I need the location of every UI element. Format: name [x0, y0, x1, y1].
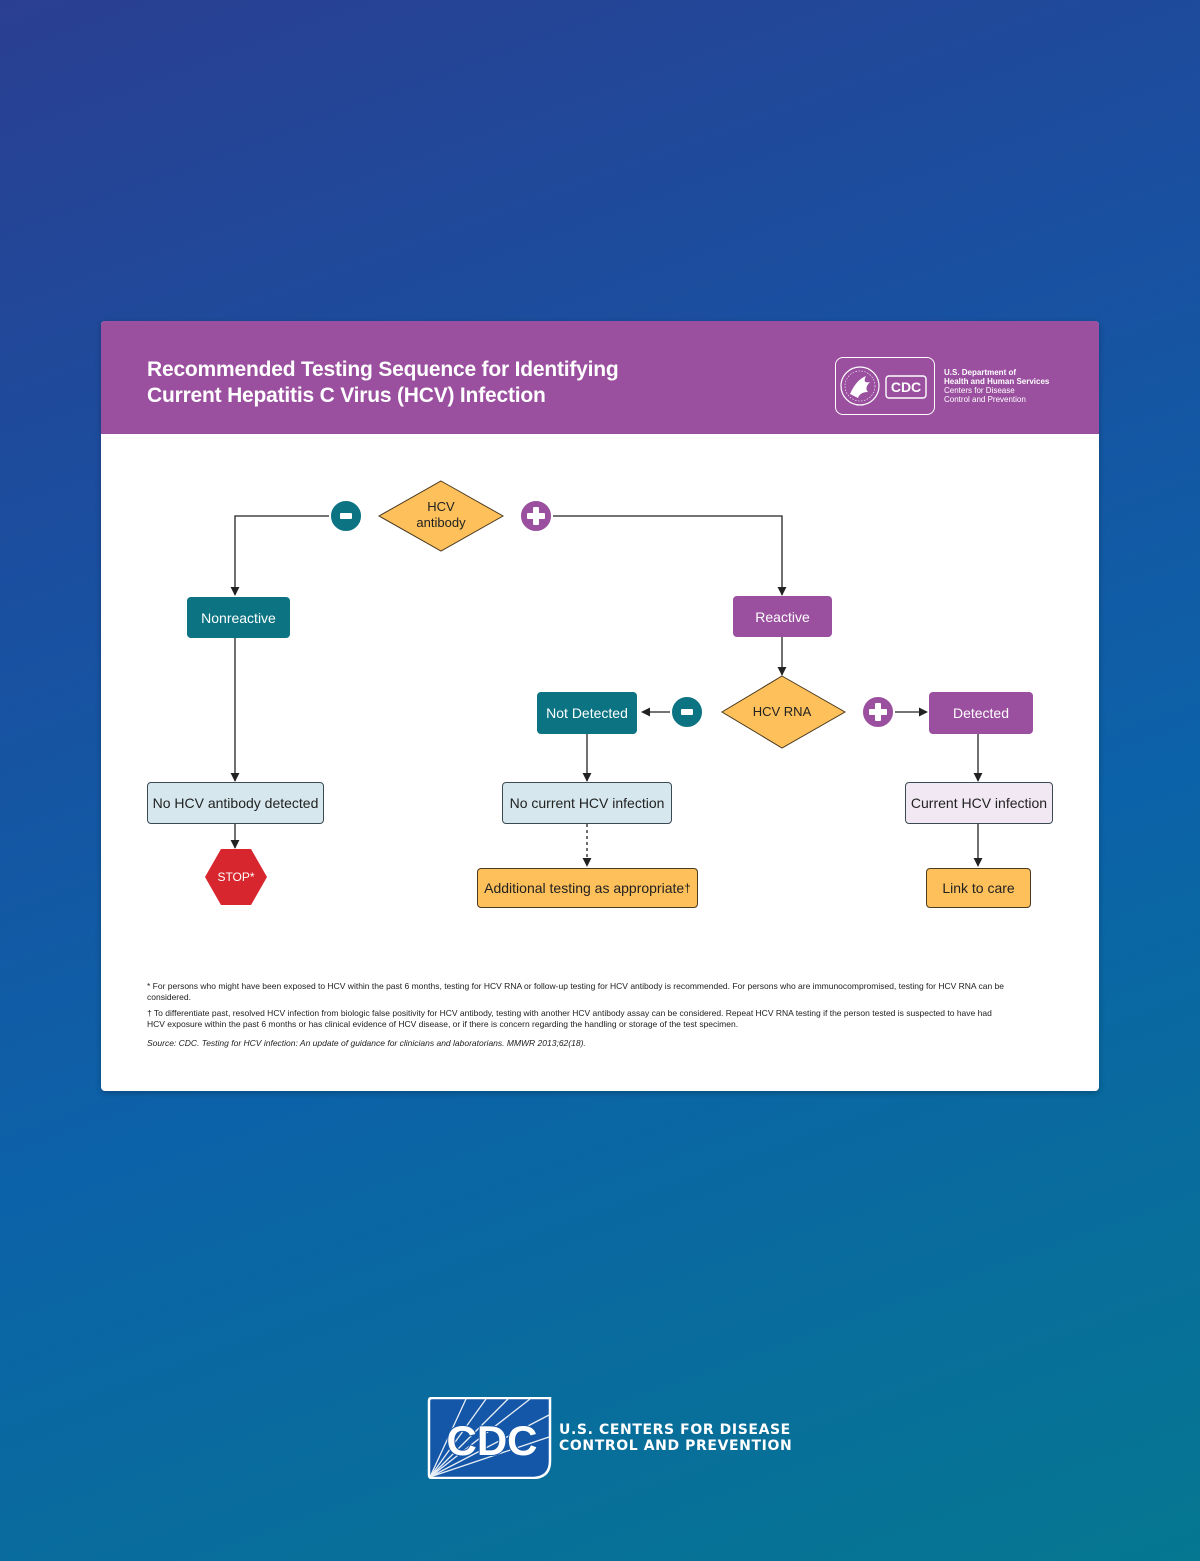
current-infection-box: Current HCV infection	[905, 782, 1053, 824]
footnote-asterisk: * For persons who might have been expose…	[147, 981, 1005, 1002]
card-title: Recommended Testing Sequence for Identif…	[147, 357, 787, 409]
hhs-line3: Centers for Disease	[944, 386, 1015, 395]
hhs-line4: Control and Prevention	[944, 395, 1026, 404]
cdc-wordmark-line2: CONTROL AND PREVENTION	[559, 1438, 793, 1454]
flowchart-card: Recommended Testing Sequence for Identif…	[101, 321, 1099, 1091]
negative-sign-icon	[670, 695, 704, 729]
no-current-infection-box: No current HCV infection	[502, 782, 672, 824]
hhs-cdc-logo-text: CDC	[891, 379, 921, 395]
hhs-text: U.S. Department of Health and Human Serv…	[944, 368, 1049, 404]
cdc-logo-icon: CDC	[427, 1397, 552, 1479]
edge-antibody-to-nonreactive	[230, 515, 330, 596]
link-to-care-box: Link to care	[926, 868, 1031, 908]
negative-sign-icon	[329, 499, 363, 533]
detected-box: Detected	[929, 692, 1033, 734]
reactive-box: Reactive	[733, 596, 832, 637]
hhs-line1: U.S. Department of	[944, 368, 1017, 377]
hhs-line2: Health and Human Services	[944, 377, 1050, 386]
hhs-eagle-icon: CDC	[840, 366, 927, 406]
source-citation: Source: CDC. Testing for HCV infection: …	[147, 1038, 586, 1048]
positive-sign-icon	[519, 499, 553, 533]
edge-antibody-to-reactive	[553, 515, 787, 596]
hcv-rna-diamond	[721, 675, 847, 749]
cdc-logo-text: CDC	[447, 1417, 538, 1464]
card-header: Recommended Testing Sequence for Identif…	[101, 321, 1099, 434]
nonreactive-box: Nonreactive	[187, 597, 290, 638]
hcv-antibody-label-line1: HCV	[427, 499, 455, 514]
hcv-antibody-label-line2: antibody	[416, 515, 466, 530]
no-hcv-antibody-box: No HCV antibody detected	[147, 782, 324, 824]
positive-sign-icon	[861, 695, 895, 729]
footnotes: * For persons who might have been expose…	[147, 981, 1007, 1054]
additional-testing-label: Additional testing as appropriate	[484, 880, 685, 896]
hcv-rna-label: HCV RNA	[752, 704, 812, 719]
card-title-line2: Current Hepatitis C Virus (HCV) Infectio…	[147, 384, 546, 407]
stop-sign-icon	[205, 849, 267, 905]
additional-testing-box: Additional testing as appropriate†	[477, 868, 698, 908]
card-title-line1: Recommended Testing Sequence for Identif…	[147, 358, 619, 381]
hcv-antibody-diamond	[377, 480, 505, 552]
cdc-wordmark: U.S. CENTERS FOR DISEASE CONTROL AND PRE…	[559, 1422, 792, 1454]
hcv-antibody-label: HCV antibody	[401, 499, 481, 531]
dagger-mark: †	[684, 881, 691, 895]
stop-label: STOP*	[217, 870, 255, 884]
flow-connectors	[230, 480, 983, 867]
hhs-cdc-logo: CDC	[835, 357, 935, 415]
footnote-dagger: † To differentiate past, resolved HCV in…	[147, 1008, 992, 1029]
cdc-wordmark-line1: U.S. CENTERS FOR DISEASE	[559, 1422, 791, 1438]
not-detected-box: Not Detected	[537, 692, 637, 734]
